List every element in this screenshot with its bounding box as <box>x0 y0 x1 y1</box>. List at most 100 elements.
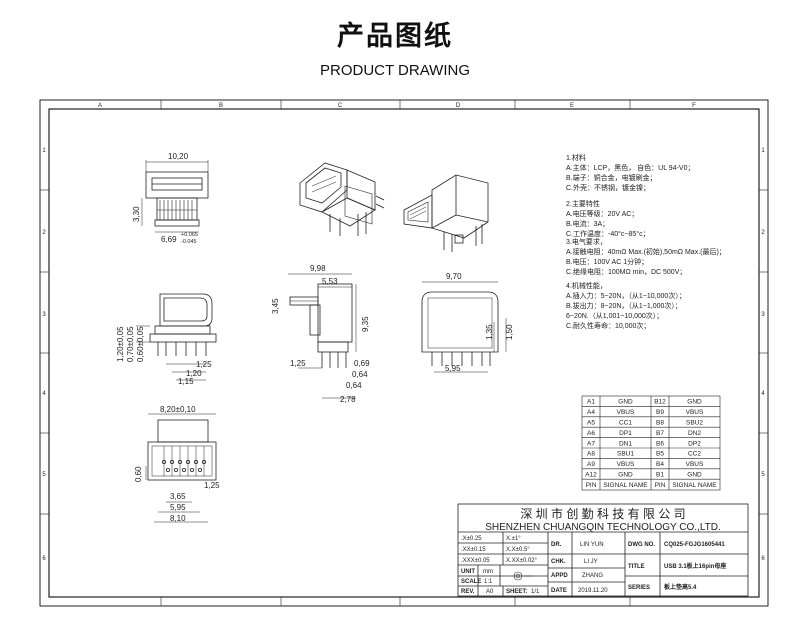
pin-table-cell: PIN <box>655 482 666 489</box>
pin-table-cell: A7 <box>587 440 595 447</box>
row-label: 1 <box>761 148 765 154</box>
row-label: 4 <box>42 391 46 397</box>
dim-label: 6,69 <box>161 235 177 244</box>
note-line: 6~20N.（从1,001~10,000次）； <box>566 311 663 320</box>
isometric-view-1 <box>299 162 385 236</box>
scale-label: SCALE <box>461 579 481 585</box>
side-view-dims: 9,98 5,53 3,45 9,35 1,25 0,69 0,64 0,64 … <box>271 264 370 404</box>
dim-label: 1,50 <box>505 324 514 340</box>
title-value: USB 3.1板上16pin母座 <box>664 562 726 570</box>
dim-label: 9,35 <box>361 316 370 332</box>
frame <box>39 99 769 607</box>
dim-label: 0,70±0,05 <box>126 326 135 362</box>
pin-table-cell: B6 <box>656 440 664 447</box>
dim-label: 0,60 <box>134 466 143 482</box>
pin-table-cell: A4 <box>587 409 595 416</box>
pin-table-cell: A8 <box>587 451 595 458</box>
note-line: A.主体：LCP，黑色， 自色：UL 94-V0； <box>566 163 695 172</box>
series-value: 板上垫高5.4 <box>664 583 697 591</box>
sheet-label: SHEET: <box>506 589 527 595</box>
pin-table-cell: B4 <box>656 461 664 468</box>
pin-table-cell: PIN <box>586 482 597 489</box>
row-label: 6 <box>761 556 765 562</box>
side-profile-dims: 1,20±0,05 0,70±0,05 0,60±0,05 1,25 1,20 … <box>116 326 212 386</box>
dim-label: 9,70 <box>446 272 462 281</box>
dim-label: 5,95 <box>445 364 461 373</box>
pin-table-cell: GND <box>618 472 633 479</box>
pin-table-cell: B7 <box>656 430 664 437</box>
company-name-cn: 深 圳 市 创 勤 科 技 有 限 公 司 <box>520 506 685 521</box>
col-label: A <box>98 103 102 109</box>
front-view-top-dims: 10,20 3,30 6,69 +0.065 -0.045 <box>132 152 198 245</box>
dr-value: LIN YUN <box>580 542 604 548</box>
dim-label: 1,25 <box>204 481 220 490</box>
tol-xxx1: .XXX±0.05 <box>461 558 490 564</box>
pin-table-cell: DN2 <box>688 430 701 437</box>
dim-label: 8,20±0,10 <box>160 405 196 414</box>
note-line: C.绝缘电阻：100MΩ min，DC 500V； <box>566 267 686 276</box>
dim-label: 5,95 <box>170 503 186 512</box>
front-view-top <box>141 160 209 233</box>
col-label: D <box>456 103 461 109</box>
note-line: C.外壳：不锈钢，镀金镍； <box>566 183 650 192</box>
pin-table-cell: B8 <box>656 419 664 426</box>
date-value: 2019.11.20 <box>578 588 608 594</box>
pin-table-cell: CC2 <box>688 451 701 458</box>
unit-label: UNIT <box>461 569 475 575</box>
dim-label: 8,10 <box>170 514 186 523</box>
dim-label: 0,64 <box>346 381 362 390</box>
tol-xxx2: X.XX±0.02° <box>506 558 538 564</box>
pin-table-cell: B1 <box>656 472 664 479</box>
note-line: 3.电气要求， <box>566 237 607 246</box>
dim-label: 1,20 <box>186 369 202 378</box>
note-line: B.电流：3A； <box>566 219 609 228</box>
title-block-text: 深 圳 市 创 勤 科 技 有 限 公 司 SHENZHEN CHUANGQIN… <box>461 506 726 595</box>
dim-label: 1,35 <box>485 324 494 340</box>
side-view <box>288 273 357 399</box>
chk-value: LI JY <box>584 559 598 565</box>
rear-view <box>421 281 507 373</box>
row-label: 2 <box>42 230 46 236</box>
pin-table-cell: VBUS <box>686 461 704 468</box>
dim-label: +0.065 <box>181 232 198 238</box>
note-line: 1.材料 <box>566 153 586 162</box>
rear-view-dims: 9,70 1,35 1,50 5,95 <box>445 272 514 373</box>
note-line: A.电压等级：20V AC； <box>566 209 638 218</box>
dim-label: 5,53 <box>322 277 338 286</box>
bottom-view-dims: 8,20±0,10 0,60 1,25 3,65 5,95 8,10 <box>134 405 220 523</box>
col-label: C <box>338 103 343 109</box>
dwg-label: DWG NO. <box>628 542 655 548</box>
tol-xx2: X.X±0.5° <box>506 547 530 553</box>
dim-label: 1,25 <box>196 360 212 369</box>
note-line: C.耐久性寿命：10,000次； <box>566 321 650 330</box>
dim-label: 10,20 <box>168 152 189 161</box>
page-title: 产品图纸 <box>337 21 453 52</box>
rev-label: REV. <box>461 589 475 595</box>
pin-table-cell: CC1 <box>619 419 632 426</box>
pin-table-cell: SIGNAL NAME <box>672 482 717 489</box>
appd-value: ZHANG <box>582 573 603 579</box>
pin-table-cell: SBU1 <box>617 451 634 458</box>
series-label: SERIES <box>628 585 650 591</box>
isometric-view-2 <box>403 174 489 252</box>
title-label: TITLE <box>628 564 645 570</box>
row-label: 5 <box>42 472 46 478</box>
dim-label: 9,98 <box>310 264 326 273</box>
scale-value: 1:1 <box>484 579 493 585</box>
note-line: A.接触电阻：40mΩ Max.(初始),50mΩ Max.(最后)； <box>566 247 726 256</box>
row-label: 5 <box>761 472 765 478</box>
pin-table-cell: DP1 <box>619 430 632 437</box>
pin-table-cell: GND <box>618 399 633 406</box>
side-profile-view <box>136 293 217 381</box>
pin-table-cell: SBU2 <box>686 419 703 426</box>
row-label: 3 <box>42 312 46 318</box>
pin-table-cell: A12 <box>585 472 597 479</box>
dim-label: 0,69 <box>354 359 370 368</box>
page-subtitle: PRODUCT DRAWING <box>320 62 470 79</box>
dim-label: 0,60±0,05 <box>136 326 145 362</box>
dr-label: DR. <box>551 542 562 548</box>
note-line: B.端子：铜合金，电镀刷金； <box>566 173 657 182</box>
row-label: 2 <box>761 230 765 236</box>
company-name-en: SHENZHEN CHUANGQIN TECHNOLOGY CO.,LTD. <box>485 522 721 533</box>
